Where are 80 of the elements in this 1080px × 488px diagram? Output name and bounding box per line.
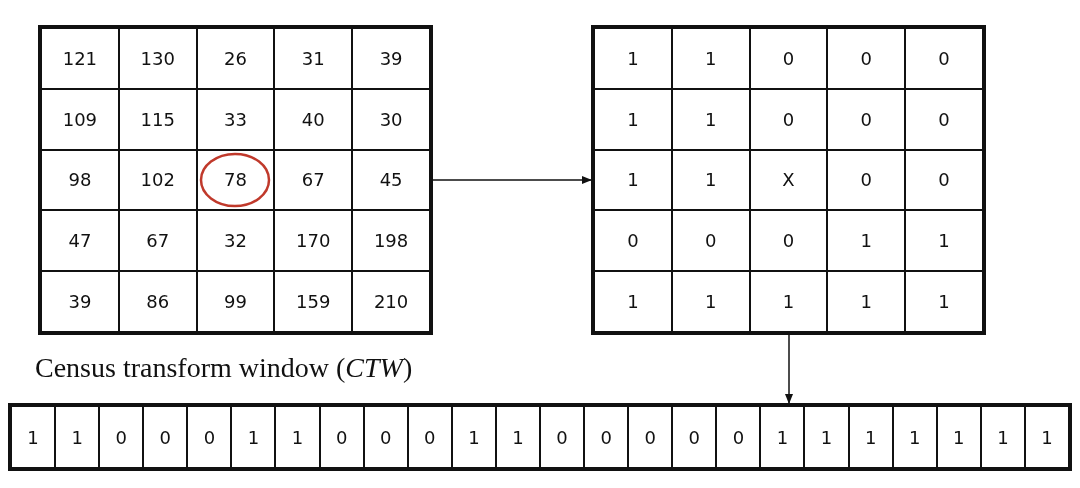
grid-cell: 86 <box>118 271 197 332</box>
grid-cell: 0 <box>99 406 144 468</box>
grid-cell: X <box>749 149 828 211</box>
arrow <box>432 176 592 184</box>
bit-string-strip <box>8 403 1072 471</box>
grid-cell: 1 <box>671 28 750 89</box>
grid-cell: 0 <box>671 210 750 272</box>
grid-cell: 1 <box>848 406 893 468</box>
grid-cell: 1 <box>804 406 849 468</box>
grid-cell: 40 <box>274 88 353 150</box>
grid-cell: 170 <box>274 210 353 272</box>
arrow <box>785 334 793 404</box>
grid-cell: 31 <box>274 28 353 89</box>
grid-cell: 1 <box>905 210 983 272</box>
grid-cell: 0 <box>672 406 717 468</box>
grid-cell: 0 <box>716 406 761 468</box>
grid-cell: 0 <box>407 406 452 468</box>
grid-cell: 0 <box>143 406 188 468</box>
grid-cell: 1 <box>594 88 672 150</box>
grid-cell: 0 <box>628 406 673 468</box>
grid-cell: 121 <box>41 28 119 89</box>
grid-cell: 0 <box>905 149 983 211</box>
grid-cell: 1 <box>892 406 937 468</box>
grid-cell: 0 <box>594 210 672 272</box>
grid-cell: 32 <box>196 210 275 272</box>
grid-cell: 115 <box>118 88 197 150</box>
grid-cell: 0 <box>319 406 364 468</box>
grid-cell: 1 <box>827 210 906 272</box>
grid-cell: 1 <box>495 406 540 468</box>
grid-cell: 1 <box>760 406 805 468</box>
pixel-grid <box>38 25 433 335</box>
grid-cell: 0 <box>749 88 828 150</box>
grid-cell: 0 <box>187 406 232 468</box>
grid-cell: 0 <box>749 28 828 89</box>
grid-cell: 1 <box>11 406 56 468</box>
grid-cell: 1 <box>594 28 672 89</box>
grid-cell: 0 <box>827 28 906 89</box>
grid-cell: 45 <box>352 149 430 211</box>
grid-cell: 1 <box>827 271 906 332</box>
grid-cell: 159 <box>274 271 353 332</box>
grid-cell: 1 <box>671 271 750 332</box>
grid-cell: 0 <box>363 406 408 468</box>
grid-cell: 1 <box>451 406 496 468</box>
caption: Census transform window (CTW) <box>35 352 413 384</box>
grid-cell: 0 <box>905 28 983 89</box>
grid-cell: 1 <box>671 149 750 211</box>
grid-cell: 26 <box>196 28 275 89</box>
grid-cell: 67 <box>274 149 353 211</box>
grid-cell: 0 <box>827 149 906 211</box>
grid-cell: 0 <box>905 88 983 150</box>
grid-cell: 33 <box>196 88 275 150</box>
binary-grid <box>591 25 986 335</box>
grid-cell: 47 <box>41 210 119 272</box>
grid-cell: 109 <box>41 88 119 150</box>
grid-cell: 1 <box>749 271 828 332</box>
grid-cell: 1 <box>1024 406 1069 468</box>
grid-cell: 1 <box>594 271 672 332</box>
grid-cell: 1 <box>55 406 100 468</box>
grid-cell: 0 <box>540 406 585 468</box>
grid-cell: 67 <box>118 210 197 272</box>
grid-cell: 1 <box>594 149 672 211</box>
grid-cell: 0 <box>749 210 828 272</box>
grid-cell: 198 <box>352 210 430 272</box>
grid-cell: 39 <box>352 28 430 89</box>
grid-cell: 130 <box>118 28 197 89</box>
grid-cell: 1 <box>671 88 750 150</box>
grid-cell: 1 <box>275 406 320 468</box>
grid-cell: 1 <box>936 406 981 468</box>
grid-cell: 0 <box>584 406 629 468</box>
grid-cell: 98 <box>41 149 119 211</box>
grid-cell: 0 <box>827 88 906 150</box>
grid-cell: 30 <box>352 88 430 150</box>
grid-cell: 99 <box>196 271 275 332</box>
grid-cell: 102 <box>118 149 197 211</box>
grid-cell: 210 <box>352 271 430 332</box>
grid-cell: 1 <box>980 406 1025 468</box>
grid-cell: 1 <box>231 406 276 468</box>
grid-cell: 1 <box>905 271 983 332</box>
grid-cell: 39 <box>41 271 119 332</box>
grid-cell: 78 <box>196 149 275 211</box>
